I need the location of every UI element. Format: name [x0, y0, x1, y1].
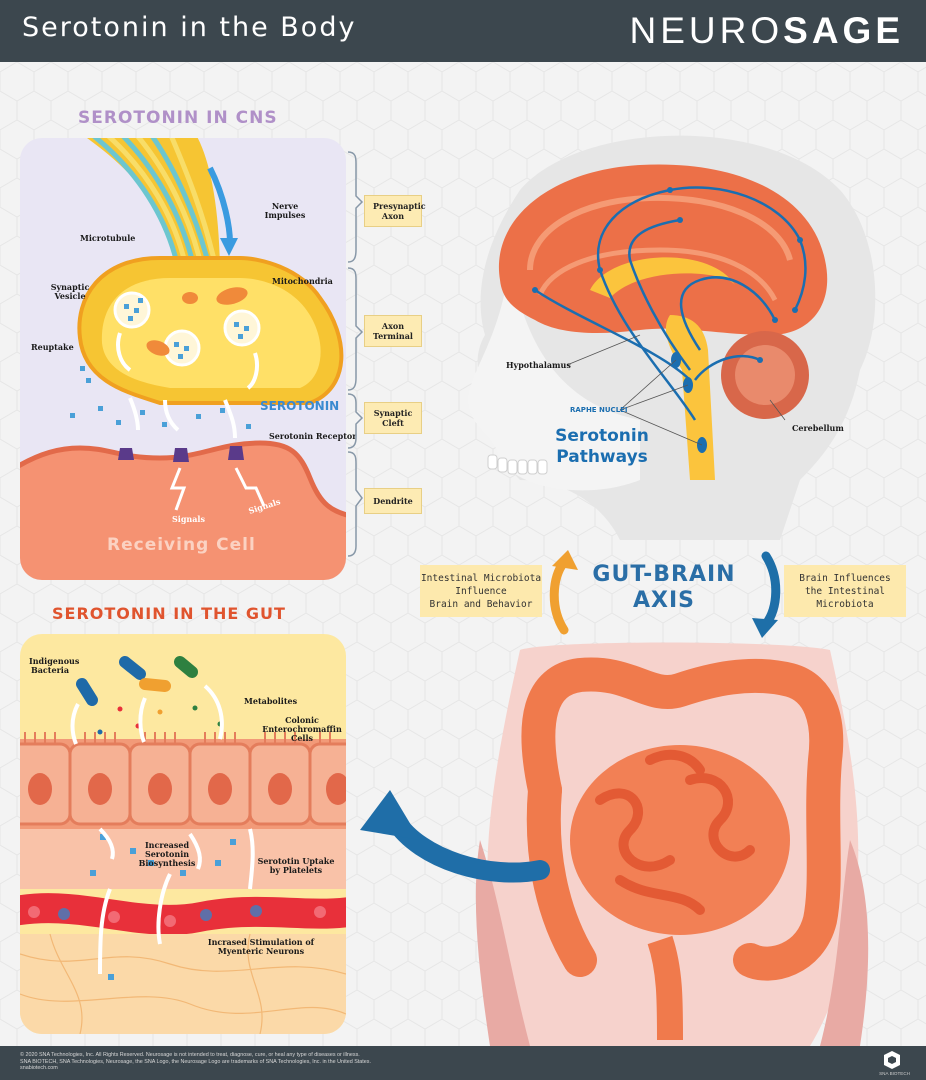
label-serotonin: SEROTONIN: [260, 399, 340, 413]
label-metabolites: Metabolites: [244, 696, 298, 706]
serotonin-pathways-label: Serotonin Pathways: [548, 426, 656, 468]
label-nerve-impulses: Nerve Impulses: [264, 201, 306, 220]
logo-bold-text: SAGE: [783, 10, 904, 51]
brain-illustration: [468, 135, 876, 540]
label-hypothalamus: Hypothalamus: [506, 360, 571, 370]
bracket-axon-terminal: Axon Terminal: [364, 315, 422, 347]
big-blue-arrow: [360, 790, 420, 840]
footer-line-3: snabiotech.com: [20, 1065, 58, 1072]
bracket-presynaptic-axon: Presynaptic Axon: [364, 195, 426, 227]
footer-line-1: © 2020 SNA Technologies, Inc. All Rights…: [20, 1052, 360, 1058]
label-reuptake: Reuptake: [31, 342, 74, 352]
label-colonic-ec-cells: Colonic Enterochromaffin Cells: [262, 715, 342, 743]
label-synaptic-vesicle: Synaptic Vesicle: [50, 282, 90, 301]
logo-light-text: NEURO: [629, 10, 784, 51]
footer-bar: © 2020 SNA Technologies, Inc. All Rights…: [0, 1046, 926, 1080]
sna-biotech-hex-logo: [884, 1051, 900, 1069]
header-bar: [0, 0, 926, 62]
label-microtubule: Microtubule: [80, 233, 136, 243]
label-raphe-nuclei: RAPHE NUCLEI: [570, 406, 628, 414]
bracket-dendrite: Dendrite: [364, 488, 422, 514]
box-brain-influences: Brain Influences the Intestinal Microbio…: [784, 565, 906, 617]
box-microbiota-influence: Intestinal Microbiota Influence Brain an…: [420, 565, 542, 617]
right-box-line-2: the Intestinal: [804, 585, 886, 597]
bracket-synaptic-cleft: Synaptic Cleft: [364, 402, 422, 434]
right-box-line-3: Microbiota: [816, 598, 874, 610]
intestines-illustration: [360, 642, 869, 1046]
bracket-lines: [347, 151, 364, 557]
page-title: Serotonin in the Body: [22, 12, 357, 43]
gut-section-title: SEROTONIN IN THE GUT: [52, 604, 286, 623]
label-indigenous-bacteria: Indigenous Bacteria: [29, 656, 80, 675]
pathways-line-1: Serotonin: [555, 426, 649, 446]
left-box-line-3: Brain and Behavior: [429, 598, 533, 610]
orange-up-arrow: [552, 550, 578, 570]
label-myenteric-neurons: Incrased Stimulation of Myenteric Neuron…: [207, 937, 315, 956]
label-increased-biosynthesis: Increased Serotonin Biosynthesis: [138, 840, 196, 868]
footer-brand-mark: SNA BIOTECH: [879, 1071, 910, 1076]
label-uptake-platelets: Serototin Uptake by Platelets: [257, 856, 335, 875]
cns-section-title: SEROTONIN IN CNS: [78, 108, 278, 128]
label-cerebellum: Cerebellum: [792, 423, 844, 433]
axis-title-line-2: AXIS: [632, 588, 696, 613]
label-mitochondria: Mitochondria: [272, 276, 333, 286]
blue-down-arrow: [752, 618, 778, 638]
axis-title-line-1: GUT-BRAIN: [592, 562, 736, 587]
pathways-line-2: Pathways: [556, 447, 648, 467]
synapse-illustration: [20, 138, 346, 580]
right-box-line-1: Brain Influences: [799, 572, 891, 584]
label-serotonin-receptor: Serotonin Receptor: [269, 431, 357, 441]
label-receiving-cell: Receiving Cell: [107, 535, 256, 555]
gut-brain-axis-title: GUT-BRAIN AXIS: [570, 562, 758, 614]
label-signals-1: Signals: [172, 514, 205, 524]
left-box-line-2: Influence: [455, 585, 507, 597]
left-box-line-1: Intestinal Microbiota: [420, 572, 542, 584]
gut-cells-illustration: [20, 634, 346, 1034]
footer-line-2: SNA BIOTECH, SNA Technologies, Neurosage…: [20, 1058, 371, 1065]
neurosage-logo: NEUROSAGE: [630, 10, 904, 52]
axis-arrows: [549, 550, 781, 638]
